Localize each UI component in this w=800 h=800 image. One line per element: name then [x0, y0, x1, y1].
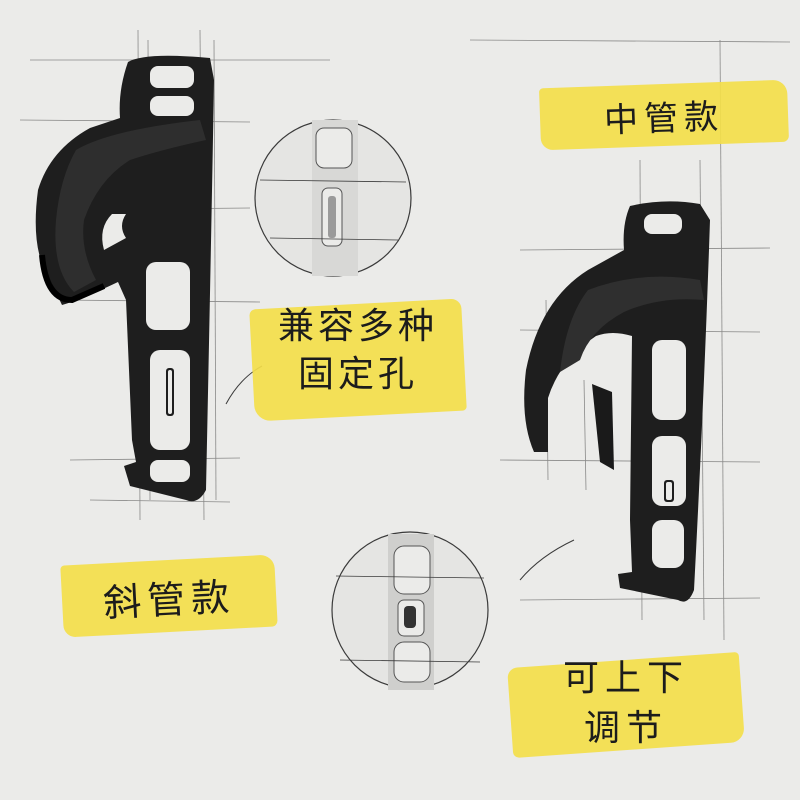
- compatible-holes-line-1: 兼容多种: [277, 306, 438, 347]
- detail-magnifier-bottom: [331, 531, 489, 690]
- pointer-stroke-right: [519, 539, 575, 581]
- detail-magnifier-top: [254, 119, 412, 277]
- adjustable-text: 可上下 调节: [563, 654, 689, 754]
- middle-tube-cage: [524, 201, 710, 602]
- adjustable-label: 可上下 调节: [507, 640, 745, 768]
- slanted-tube-cage: [35, 55, 214, 502]
- compatible-holes-text: 兼容多种 固定孔: [278, 303, 438, 399]
- compatible-holes-line-2: 固定孔: [297, 354, 418, 395]
- compatible-holes-label: 兼容多种 固定孔: [249, 286, 467, 422]
- adjustable-line-1: 可上下: [562, 658, 689, 699]
- slanted-tube-style-text: 斜管款: [102, 574, 237, 625]
- slanted-tube-style-label: 斜管款: [60, 554, 278, 638]
- middle-tube-style-text: 中管款: [603, 96, 725, 141]
- adjustable-line-2: 调节: [583, 708, 668, 749]
- middle-tube-style-label: 中管款: [538, 79, 790, 151]
